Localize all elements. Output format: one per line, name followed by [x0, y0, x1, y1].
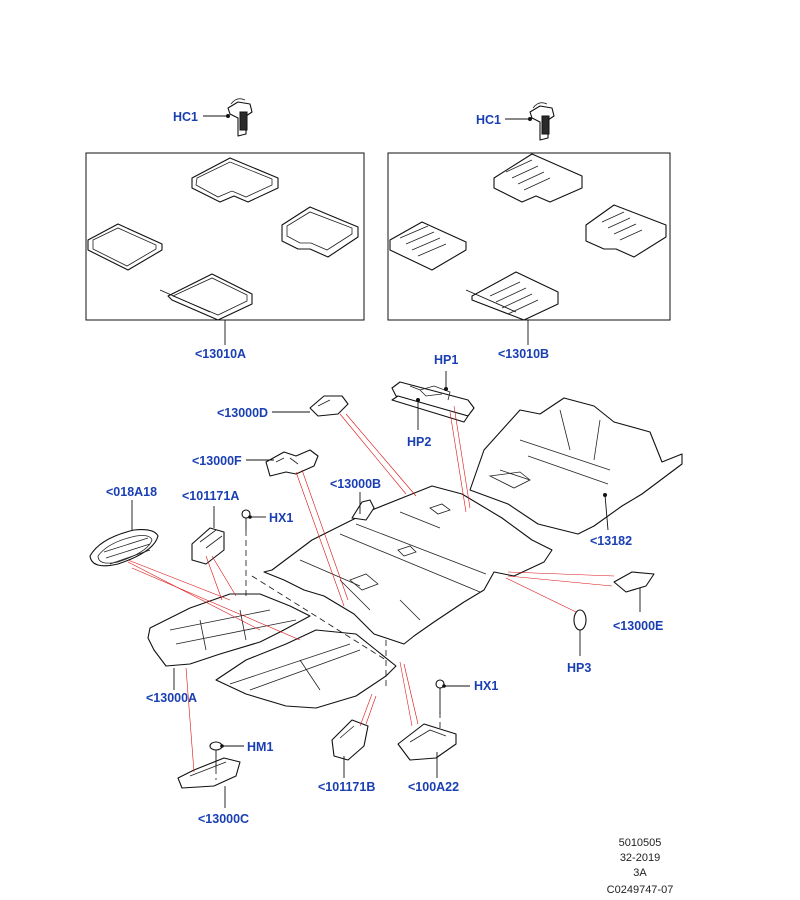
c018a18-label: <018A18	[106, 485, 157, 499]
carpet-13182	[469, 397, 683, 535]
hp3-label: HP3	[567, 661, 591, 675]
c13182-label: <13182	[590, 534, 632, 548]
mat-set-premium	[389, 153, 667, 321]
c100a22-label: <100A22	[408, 780, 459, 794]
c13000a-label: <13000A	[146, 691, 197, 705]
hp-strip	[391, 381, 475, 423]
hx1-upper-label: HX1	[269, 511, 293, 525]
hp2-label: HP2	[407, 435, 431, 449]
hm1-clip	[209, 741, 223, 768]
bracket-101171b	[331, 719, 369, 761]
reference-block: 5010505 32-2019 3A C0249747-07	[607, 837, 674, 896]
hc1-left-label: HC1	[173, 110, 198, 124]
mat-set-premium-box	[387, 152, 671, 321]
ref-line-4: C0249747-07	[607, 884, 674, 896]
ref-line-1: 5010505	[619, 837, 662, 849]
ref-line-3: 3A	[633, 867, 647, 879]
hc1-clip-left	[227, 98, 253, 137]
c13000b-label: <13000B	[330, 477, 381, 491]
hp1-label: HP1	[434, 353, 458, 367]
grille-018a18	[89, 529, 159, 567]
c101171b-label: <101171B	[318, 780, 375, 794]
bracket-101171a	[191, 527, 225, 565]
pad-13000e	[613, 571, 655, 593]
heel-pad-100a22	[397, 723, 457, 761]
mat-set-standard	[87, 157, 359, 321]
bracket-13000f	[265, 449, 319, 477]
carpet-13000b	[263, 485, 553, 645]
ref-line-2: 32-2019	[620, 852, 660, 864]
hp3-grommet	[573, 609, 587, 631]
c13000f-label: <13000F	[192, 454, 242, 468]
mat-set-standard-label: <13010A	[195, 347, 246, 361]
hx1-clip-lower	[435, 679, 445, 714]
hx1-clip-upper	[241, 509, 251, 530]
installation-guides	[215, 530, 441, 780]
relation-lines	[127, 405, 615, 773]
hx1-lower-label: HX1	[474, 679, 498, 693]
c13000e-label: <13000E	[613, 619, 663, 633]
c13182-leader	[604, 494, 609, 531]
pad-13000d	[309, 395, 349, 417]
c101171a-label: <101171A	[182, 489, 239, 503]
hm1-label: HM1	[247, 740, 273, 754]
plate-13000c	[177, 757, 241, 789]
mat-set-premium-label: <13010B	[498, 347, 549, 361]
carpet-13000a	[147, 593, 397, 709]
c13000d-label: <13000D	[217, 406, 268, 420]
hc1-clip-right	[529, 102, 555, 141]
c13000c-label: <13000C	[198, 812, 249, 826]
hc1-right-label: HC1	[476, 113, 501, 127]
